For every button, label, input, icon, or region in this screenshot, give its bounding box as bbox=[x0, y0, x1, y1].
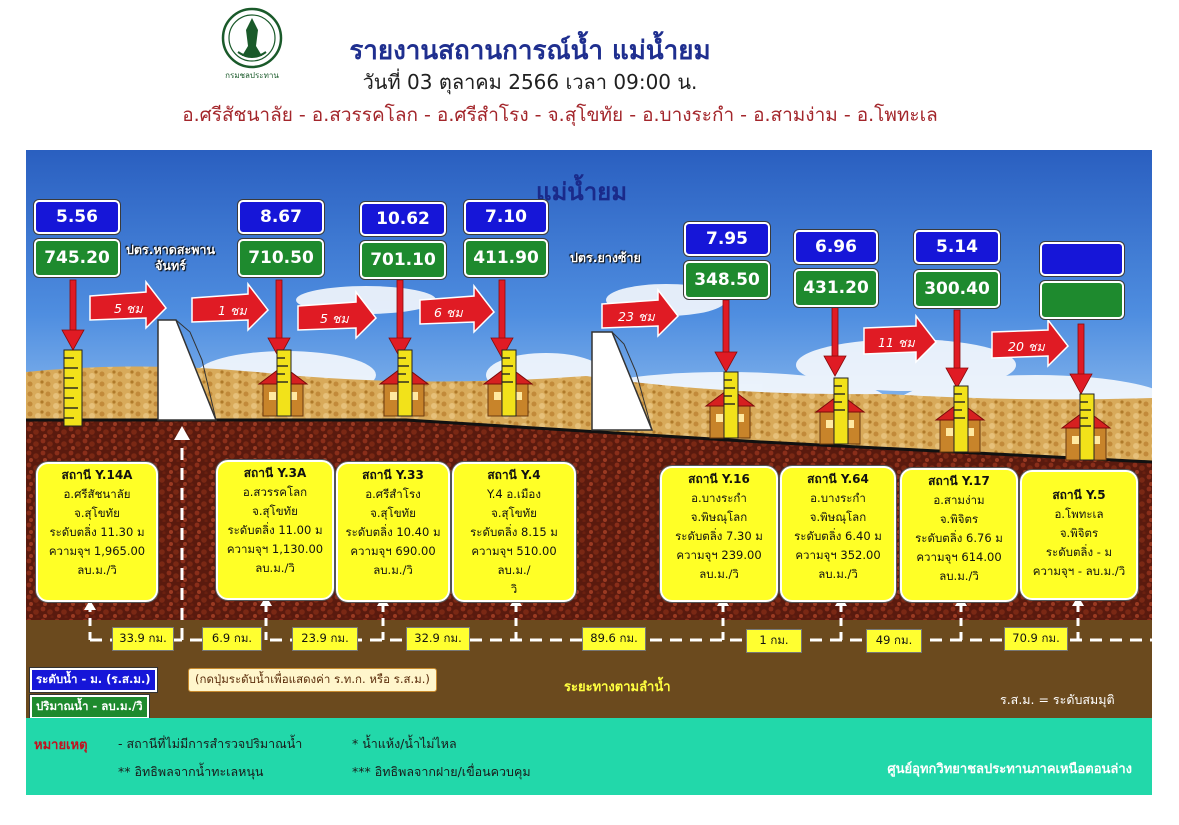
water-level-button-y14a[interactable]: 5.56 bbox=[34, 200, 120, 234]
seal-caption: กรมชลประทาน bbox=[225, 71, 279, 80]
station-card-y64[interactable]: สถานี Y.64 อ.บางระกำ จ.พิษณุโลก ระดับตลิ… bbox=[780, 466, 896, 602]
legend-flow: ปริมาณน้ำ - ลบ.ม./วิ bbox=[30, 695, 149, 719]
dam-label-yang-sai: ปตร.ยางซ้าย bbox=[570, 250, 641, 265]
notes-footer: หมายเหตุ - สถานีที่ไม่มีการสำรวจปริมาณน้… bbox=[26, 718, 1152, 795]
travel-time-6: 11 ชม bbox=[878, 335, 915, 350]
flow-value-y5 bbox=[1040, 281, 1124, 319]
water-level-button-y16[interactable]: 7.95 bbox=[684, 222, 770, 256]
distance-label-3: 23.9 กม. bbox=[292, 627, 358, 651]
district-list: อ.ศรีสัชนาลัย - อ.สวรรคโลก - อ.ศรีสำโรง … bbox=[182, 104, 938, 126]
station-card-y16[interactable]: สถานี Y.16 อ.บางระกำ จ.พิษณุโลก ระดับตลิ… bbox=[660, 466, 778, 602]
distance-label-6: 1 กม. bbox=[746, 629, 802, 653]
flow-value-y14a: 745.20 bbox=[34, 239, 120, 277]
station-card-y14a[interactable]: สถานี Y.14A อ.ศรีสัชนาลัย จ.สุโขทัย ระดั… bbox=[36, 462, 158, 602]
water-level-button-y17[interactable]: 5.14 bbox=[914, 230, 1000, 264]
travel-time-3: 5 ชม bbox=[320, 311, 349, 326]
river-title: แม่น้ำยม bbox=[536, 178, 628, 206]
along-river-label: ระยะทางตามลำน้ำ bbox=[564, 680, 671, 695]
flow-value-y64: 431.20 bbox=[794, 269, 878, 307]
page-title: รายงานสถานการณ์น้ำ แม่น้ำยม bbox=[349, 36, 711, 66]
water-level-button-y4[interactable]: 7.10 bbox=[464, 200, 548, 234]
flow-value-y17: 300.40 bbox=[914, 270, 1000, 308]
distance-label-5: 89.6 กม. bbox=[582, 627, 646, 651]
water-level-button-y64[interactable]: 6.96 bbox=[794, 230, 878, 264]
flow-value-y4: 411.90 bbox=[464, 239, 548, 277]
station-card-y33[interactable]: สถานี Y.33 อ.ศรีสำโรง จ.สุโขทัย ระดับตลิ… bbox=[336, 462, 450, 602]
legend-water-level: ระดับน้ำ - ม. (ร.ส.ม.) bbox=[30, 668, 157, 692]
distance-label-4: 32.9 กม. bbox=[406, 627, 470, 651]
travel-time-2: 1 ชม bbox=[218, 303, 247, 318]
flow-value-y3a: 710.50 bbox=[238, 239, 324, 277]
distance-label-8: 70.9 กม. bbox=[1004, 627, 1068, 651]
water-level-button-y3a[interactable]: 8.67 bbox=[238, 200, 324, 234]
water-level-button-y5[interactable] bbox=[1040, 242, 1124, 276]
water-level-button-y33[interactable]: 10.62 bbox=[360, 202, 446, 236]
toggle-hint: (กดปุ่มระดับน้ำเพื่อแสดงค่า ร.ท.ก. หรือ … bbox=[188, 668, 437, 692]
distance-label-1: 33.9 กม. bbox=[112, 627, 174, 651]
station-card-y3a[interactable]: สถานี Y.3A อ.สวรรคโลก จ.สุโขทัย ระดับตลิ… bbox=[216, 460, 334, 600]
flow-value-y33: 701.10 bbox=[360, 241, 446, 279]
station-card-y5[interactable]: สถานี Y.5 อ.โพทะเล จ.พิจิตร ระดับตลิ่ง -… bbox=[1020, 470, 1138, 600]
distance-label-2: 6.9 กม. bbox=[202, 627, 262, 651]
station-card-y17[interactable]: สถานี Y.17 อ.สามง่าม จ.พิจิตร ระดับตลิ่ง… bbox=[900, 468, 1018, 602]
travel-time-1: 5 ชม bbox=[114, 301, 143, 316]
note-tidal: ** อิทธิพลจากน้ำทะเลหนุน bbox=[118, 764, 264, 779]
msl-note: ร.ส.ม. = ระดับสมมุติ bbox=[1000, 692, 1115, 707]
station-card-y4[interactable]: สถานี Y.4 Y.4 อ.เมือง จ.สุโขทัย ระดับตลิ… bbox=[452, 462, 576, 602]
report-datetime: วันที่ 03 ตุลาคม 2566 เวลา 09:00 น. bbox=[362, 70, 698, 94]
gauge-houses bbox=[63, 349, 83, 427]
dam-label-hat-saphan-chan: ปตร.หาดสะพาน จันทร์ bbox=[126, 242, 216, 273]
note-no-survey: - สถานีที่ไม่มีการสำรวจปริมาณน้ำ bbox=[118, 736, 303, 751]
travel-time-4: 6 ชม bbox=[434, 305, 463, 320]
notes-heading: หมายเหตุ bbox=[34, 738, 88, 753]
river-diagram: แม่น้ำยม ปตร.หาดสะพาน จันทร์ ปตร.ยางซ้าย… bbox=[26, 150, 1152, 795]
travel-time-5: 23 ชม bbox=[618, 309, 655, 324]
travel-time-7: 20 ชม bbox=[1008, 339, 1045, 354]
note-dry: * น้ำแห้ง/น้ำไม่ไหล bbox=[352, 736, 457, 751]
flow-value-y16: 348.50 bbox=[684, 261, 770, 299]
royal-irrigation-seal-icon: กรมชลประทาน bbox=[221, 7, 283, 80]
note-weir: *** อิทธิพลจากฝาย/เขื่อนควบคุม bbox=[352, 764, 531, 779]
distance-label-7: 49 กม. bbox=[866, 629, 922, 653]
organization-name: ศูนย์อุทกวิทยาชลประทานภาคเหนือตอนล่าง bbox=[887, 762, 1132, 777]
